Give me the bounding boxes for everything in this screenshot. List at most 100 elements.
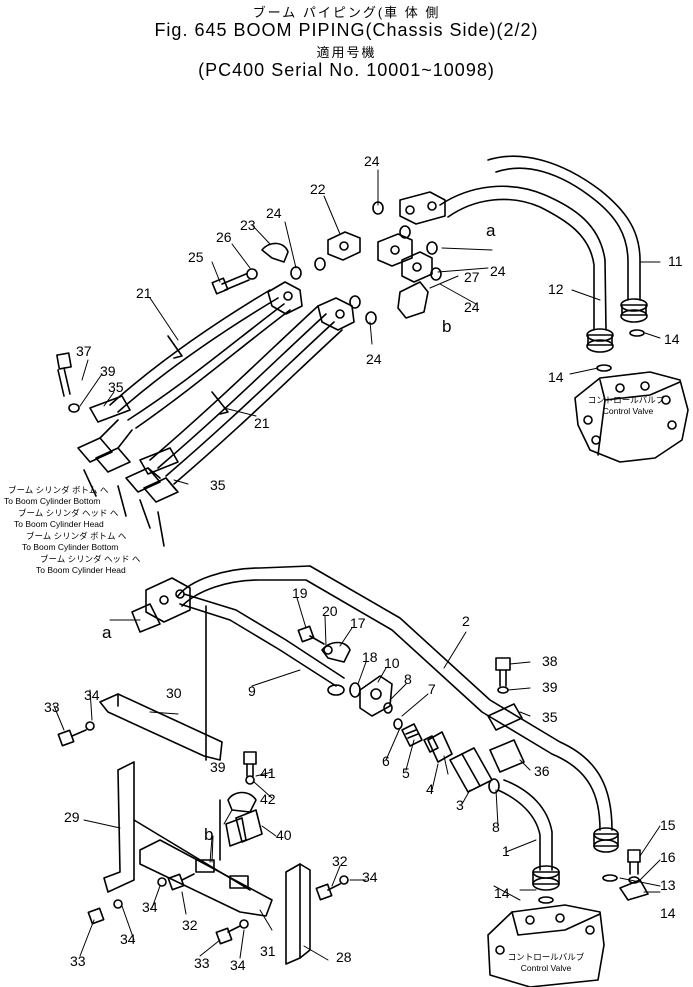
adapter-22 bbox=[327, 231, 361, 261]
washer-34-left bbox=[113, 899, 123, 909]
control-valve-en: Control Valve bbox=[521, 963, 572, 973]
callout-label: 39 bbox=[542, 679, 558, 695]
bolt-32-left bbox=[167, 873, 195, 891]
o-ring-8-upper bbox=[383, 702, 393, 714]
tube-10 bbox=[179, 593, 345, 687]
serial-range: (PC400 Serial No. 10001~10098) bbox=[198, 60, 495, 80]
callout-label: 32 bbox=[332, 853, 348, 869]
callout-label: 12 bbox=[548, 281, 564, 297]
hose-clamp-35-left bbox=[89, 395, 131, 423]
washer-39-lower bbox=[497, 686, 509, 694]
callout-label: 29 bbox=[64, 809, 80, 825]
hose-break-mark-lower bbox=[211, 391, 229, 415]
bolt-42 bbox=[243, 751, 257, 777]
callout-label: 42 bbox=[260, 791, 276, 807]
bolt-37 bbox=[56, 352, 72, 397]
callout-label: 22 bbox=[310, 181, 326, 197]
serial-japanese: 適用号機 bbox=[316, 45, 377, 60]
callout-label: 21 bbox=[136, 285, 152, 301]
callout-label: 8 bbox=[492, 819, 500, 835]
hose-clamp-35-lower bbox=[487, 703, 523, 731]
bracket-28 bbox=[285, 863, 311, 965]
plate-36 bbox=[489, 739, 525, 773]
callout-label: 35 bbox=[108, 379, 124, 395]
tube-12-flange bbox=[586, 328, 614, 353]
callout-label: 18 bbox=[362, 649, 378, 665]
callout-label: 27 bbox=[464, 269, 480, 285]
callout-label: 17 bbox=[350, 615, 366, 631]
hoses-21 bbox=[109, 289, 343, 485]
leader-lines bbox=[53, 169, 661, 961]
adapter-block-a bbox=[377, 233, 413, 267]
hose-end-fittings bbox=[77, 419, 179, 503]
reference-letter: b bbox=[204, 825, 213, 844]
callout-label: 11 bbox=[668, 253, 683, 269]
adapter-block-lower bbox=[401, 251, 433, 283]
callout-label: 38 bbox=[542, 653, 558, 669]
callout-label: 24 bbox=[366, 351, 382, 367]
callout-label: 15 bbox=[660, 817, 676, 833]
callout-label: 36 bbox=[534, 763, 550, 779]
block-41 bbox=[225, 809, 263, 847]
tube-12 bbox=[439, 185, 607, 331]
bolt-19 bbox=[297, 625, 325, 645]
note-jp: ブーム シリンダ ボトム へ bbox=[26, 531, 127, 541]
hose-3 bbox=[449, 747, 493, 793]
hose-break-mark-upper bbox=[167, 335, 183, 359]
callout-label: 33 bbox=[70, 953, 86, 969]
callout-label: 14 bbox=[664, 331, 680, 347]
callout-layer: 24 22 23 24 26 25 24 27 24 24 11 12 14 1… bbox=[44, 153, 683, 973]
block-a-lower bbox=[145, 577, 191, 623]
callout-label: 33 bbox=[194, 955, 210, 971]
bracket-29 bbox=[103, 761, 251, 893]
adapter-block-27 bbox=[397, 281, 429, 319]
callout-label: 34 bbox=[120, 931, 136, 947]
control-valve-lower bbox=[487, 904, 605, 987]
bolt-15 bbox=[627, 849, 641, 875]
bolt-33-right bbox=[215, 925, 241, 945]
control-valve-jp: コントロールバルブ bbox=[508, 952, 585, 962]
callout-label: 39 bbox=[210, 759, 226, 775]
clamp-40 bbox=[227, 791, 257, 813]
reference-letter: a bbox=[486, 221, 496, 240]
control-valve-jp: コントロールバルブ bbox=[588, 395, 665, 405]
title-japanese: ブーム パイピング(車 体 側 bbox=[252, 5, 441, 20]
o-ring-7 bbox=[393, 718, 403, 730]
callout-label: 6 bbox=[382, 753, 390, 769]
adapter-4 bbox=[427, 731, 453, 763]
hose-fitting-upper-1 bbox=[267, 281, 303, 315]
nipple-6 bbox=[401, 723, 423, 747]
callout-label: 25 bbox=[188, 249, 204, 265]
callout-label: 39 bbox=[100, 363, 116, 379]
callout-label: 19 bbox=[292, 585, 308, 601]
callout-label: 13 bbox=[660, 877, 676, 893]
clamp-23 bbox=[261, 242, 289, 263]
bracket-30 bbox=[99, 693, 223, 761]
callout-label: 35 bbox=[542, 709, 558, 725]
note-jp: ブーム シリンダ ヘッド へ bbox=[40, 554, 141, 564]
o-ring-14-lower-right bbox=[602, 874, 618, 882]
callout-label: 10 bbox=[384, 655, 400, 671]
callout-label: 8 bbox=[404, 671, 412, 687]
callout-label: 31 bbox=[260, 943, 276, 959]
tube-2-flange bbox=[593, 827, 619, 853]
o-ring-8-lower bbox=[488, 778, 500, 794]
cylinder-notes: ブーム シリンダ ボトム へ To Boom Cylinder Bottom ブ… bbox=[4, 485, 141, 575]
callout-label: 28 bbox=[336, 949, 352, 965]
callout-label: 16 bbox=[660, 849, 676, 865]
o-ring-5 bbox=[423, 735, 439, 753]
note-jp: ブーム シリンダ ヘッド へ bbox=[18, 508, 119, 518]
callout-label: 3 bbox=[456, 797, 464, 813]
washer-20 bbox=[323, 645, 333, 655]
callout-label: 34 bbox=[84, 687, 100, 703]
note-en: To Boom Cylinder Head bbox=[14, 519, 104, 529]
callout-label: 4 bbox=[426, 781, 434, 797]
control-valve-upper bbox=[574, 371, 689, 463]
callout-label: 21 bbox=[254, 415, 270, 431]
washer-26 bbox=[246, 268, 258, 280]
callout-label: 37 bbox=[76, 343, 92, 359]
callout-label: 24 bbox=[464, 299, 480, 315]
tag-plate-a bbox=[131, 603, 161, 633]
